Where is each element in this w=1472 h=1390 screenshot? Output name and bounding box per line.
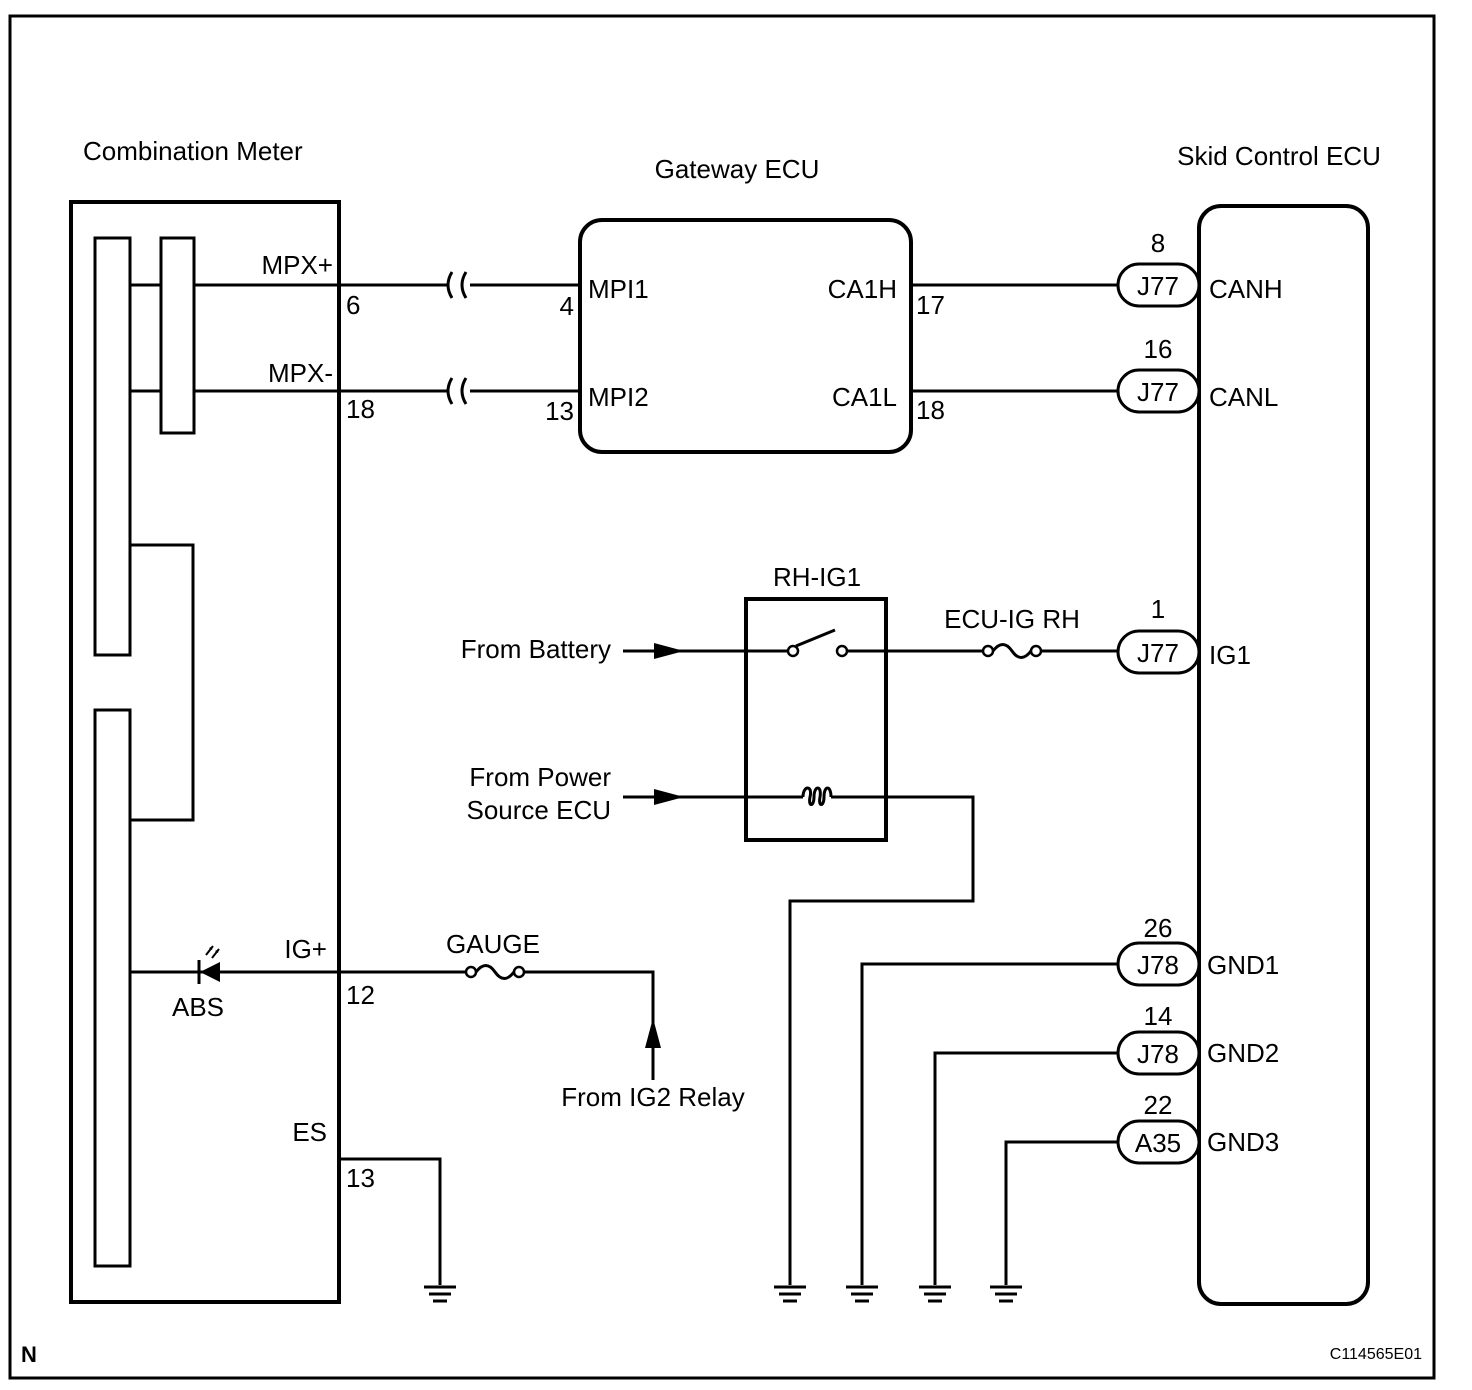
corner-label: N [21,1342,37,1367]
connector-gnd3: A35 [1116,1119,1201,1165]
skid-control-ecu-box [1197,204,1370,1306]
ig1-label: IG1 [1209,640,1251,670]
mpi2-pin: 13 [545,396,574,426]
ground-icon [844,1285,880,1303]
connector-ig1: J77 [1116,629,1201,675]
gnd2-wire [933,1051,1118,1285]
skid-control-ecu-title: Skid Control ECU [1177,141,1381,171]
mpx-plus-pin: 6 [346,290,360,320]
connector-canl-id: J77 [1137,377,1179,407]
gnd1-pin: 26 [1144,913,1173,943]
es-ground-wire [339,1157,442,1285]
relay-title: RH-IG1 [773,562,861,592]
ca1h-label: CA1H [828,274,897,304]
gnd2-label: GND2 [1207,1038,1279,1068]
battery-arrow-icon [654,643,684,659]
mpi2-label: MPI2 [588,382,649,412]
from-ig2-relay-label: From IG2 Relay [561,1082,745,1112]
canh-label: CANH [1209,274,1283,304]
gauge-fuse-icon [464,964,526,980]
ig-plus-label: IG+ [284,934,327,964]
mpx-plus-label: MPX+ [261,250,333,280]
connector-gnd3-id: A35 [1135,1128,1181,1158]
mpx-minus-break-icon [446,377,468,405]
ground-icon [988,1285,1024,1303]
ground-icon [772,1285,808,1303]
mpx-minus-label: MPX- [268,358,333,388]
from-battery-label: From Battery [461,634,611,664]
mpi1-label: MPI1 [588,274,649,304]
ca1l-pin: 18 [916,395,945,425]
from-power-source-label-line1: From Power [469,762,611,792]
connector-gnd2: J78 [1116,1030,1201,1076]
combination-meter-box [69,200,341,1304]
gnd3-pin: 22 [1144,1090,1173,1120]
gnd3-wire [1004,1140,1118,1285]
mpx-plus-break-icon [446,271,468,299]
meter-internal-wires [130,283,339,822]
from-power-source-label-line2: Source ECU [467,795,612,825]
relay-coil-icon [801,786,833,806]
ground-icon [917,1285,953,1303]
ig-plus-pin: 12 [346,980,375,1010]
ca1h-pin: 17 [916,290,945,320]
connector-gnd2-id: J78 [1137,1039,1179,1069]
ground-icon [422,1285,458,1303]
ecu-ig-rh-fuse-label: ECU-IG RH [944,604,1080,634]
canh-pin: 8 [1151,228,1165,258]
gnd1-wire [860,962,1118,1285]
ig2-relay-arrow-icon [645,1018,661,1048]
gateway-ecu-title: Gateway ECU [655,154,820,184]
es-pin: 13 [346,1163,375,1193]
power-source-arrow-icon [654,789,684,805]
canl-label: CANL [1209,382,1278,412]
canl-pin: 16 [1144,334,1173,364]
connector-gnd1: J78 [1116,941,1201,987]
relay-switch-icon [786,628,849,658]
meter-internal-module-mid [159,236,196,435]
combination-meter-title: Combination Meter [83,136,303,166]
connector-canl: J77 [1116,368,1201,414]
ca1l-label: CA1L [832,382,897,412]
figure-id: C114565E01 [1330,1346,1422,1363]
relay-coil-wire [623,795,975,1285]
mpi1-pin: 4 [560,291,574,321]
connector-gnd1-id: J78 [1137,950,1179,980]
es-label: ES [292,1117,327,1147]
abs-led-icon [130,945,339,984]
gauge-wire [339,970,655,1080]
abs-label: ABS [172,992,224,1022]
gnd3-label: GND3 [1207,1127,1279,1157]
mpx-minus-pin: 18 [346,394,375,424]
gnd1-label: GND1 [1207,950,1279,980]
meter-internal-module-left [93,236,132,657]
gauge-fuse-label: GAUGE [446,929,540,959]
meter-internal-module-lower [93,708,132,1268]
connector-canh-id: J77 [1137,271,1179,301]
connector-canh: J77 [1116,262,1201,308]
gateway-ecu-box [578,218,913,454]
relay-box [744,597,888,842]
gnd2-pin: 14 [1144,1001,1173,1031]
ig1-pin: 1 [1151,594,1165,624]
ecu-ig-rh-fuse-icon [981,643,1043,659]
connector-ig1-id: J77 [1137,638,1179,668]
outer-frame [8,14,1436,1380]
